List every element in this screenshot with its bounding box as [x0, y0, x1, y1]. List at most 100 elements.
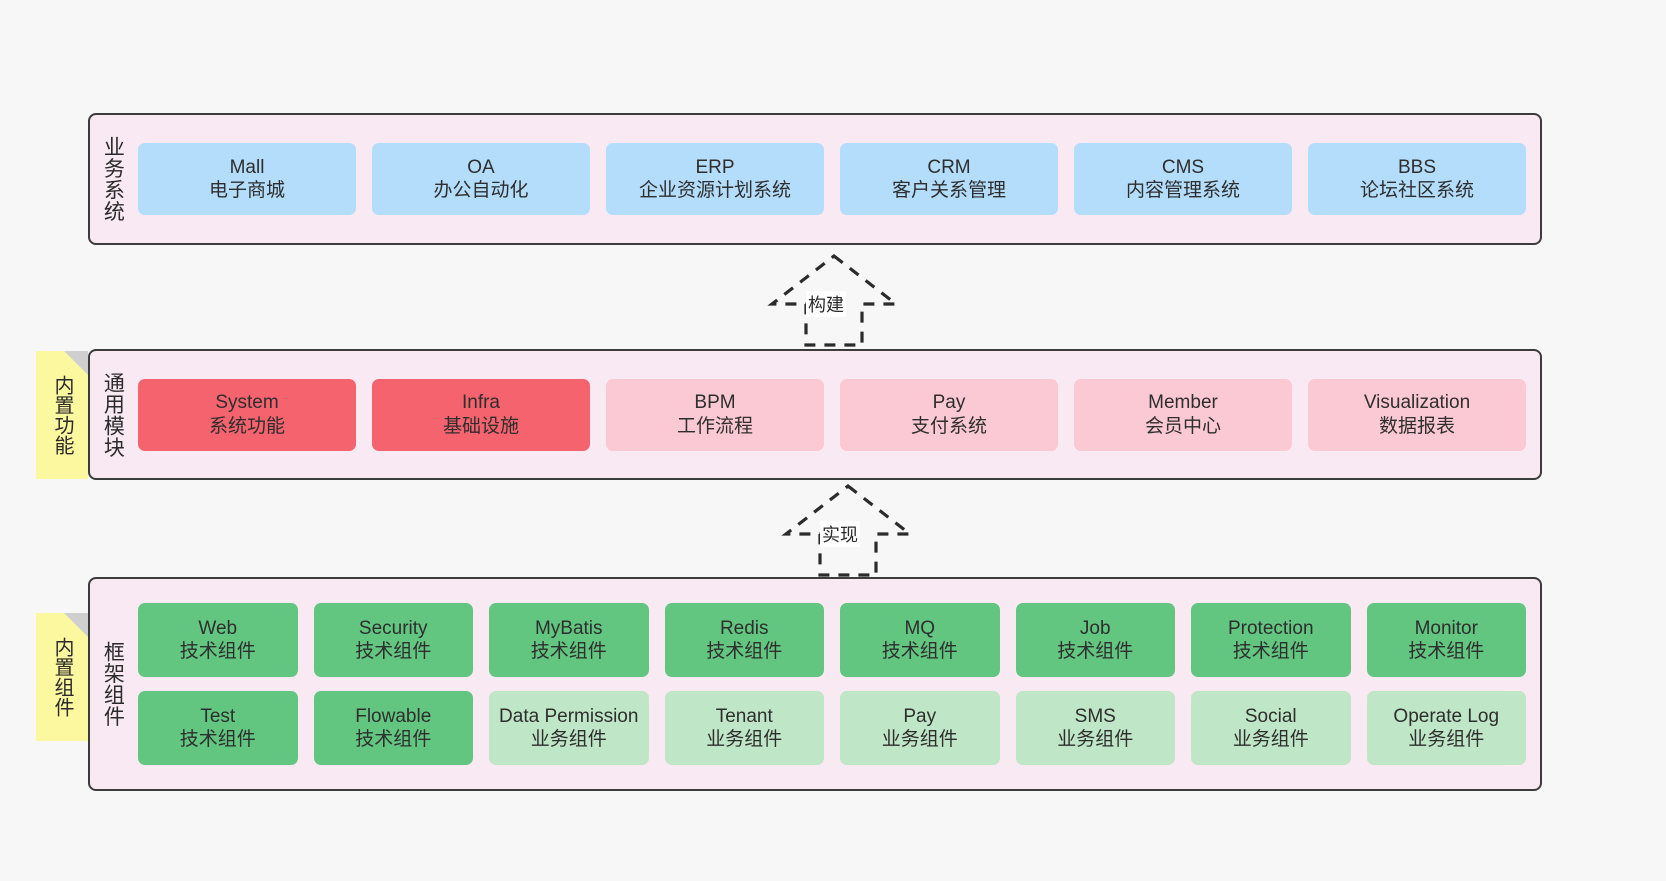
node-bpm-cn: 工作流程: [676, 415, 753, 437]
node-erp[interactable]: ERP 企业资源计划系统: [606, 143, 824, 215]
node-bbs-cn: 论坛社区系统: [1359, 180, 1474, 201]
node-mybatis-en: MyBatis: [534, 617, 603, 639]
node-visualization[interactable]: Visualization 数据报表: [1308, 378, 1526, 451]
layer-framework-row-business: Test 技术组件 Flowable 技术组件 Data Permission …: [138, 691, 1526, 765]
node-oa-cn: 办公自动化: [433, 180, 529, 201]
node-bbs-en: BBS: [1397, 156, 1437, 178]
node-mybatis[interactable]: MyBatis 技术组件: [489, 603, 649, 677]
node-flowable-cn: 技术组件: [355, 729, 432, 750]
node-member-cn: 会员中心: [1144, 415, 1221, 437]
node-pay-module-en: Pay: [932, 392, 966, 414]
node-mall-en: Mall: [229, 156, 265, 178]
layer-common-modules: 通用模块 System 系统功能 Infra 基础设施 BPM 工作流程 Pay…: [88, 349, 1542, 480]
node-crm[interactable]: CRM 客户关系管理: [840, 143, 1058, 215]
node-oa[interactable]: OA 办公自动化: [372, 143, 590, 215]
layer-body-business: Mall 电子商城 OA 办公自动化 ERP 企业资源计划系统 CRM 客户关系…: [134, 115, 1540, 243]
node-infra-cn: 基础设施: [442, 415, 519, 437]
sticky-note-builtin-features-label: 内置功能: [51, 375, 73, 455]
layer-title-business: 业务系统: [101, 136, 125, 222]
node-monitor-en: Monitor: [1414, 617, 1478, 639]
layer-framework-components: 框架组件 Web 技术组件 Security 技术组件 MyBatis 技术组件…: [88, 577, 1542, 791]
node-social[interactable]: Social 业务组件: [1191, 691, 1351, 765]
node-operate-log[interactable]: Operate Log 业务组件: [1366, 691, 1526, 765]
node-bpm[interactable]: BPM 工作流程: [606, 378, 824, 451]
node-tenant-en: Tenant: [715, 705, 773, 727]
node-web[interactable]: Web 技术组件: [138, 603, 298, 677]
node-erp-cn: 企业资源计划系统: [638, 180, 791, 201]
connector-implement-label: 实现: [820, 521, 860, 547]
node-job[interactable]: Job 技术组件: [1015, 603, 1175, 677]
sticky-fold-icon: [64, 613, 88, 637]
node-mq[interactable]: MQ 技术组件: [840, 603, 1000, 677]
node-security[interactable]: Security 技术组件: [313, 603, 473, 677]
node-crm-cn: 客户关系管理: [891, 180, 1006, 201]
node-monitor[interactable]: Monitor 技术组件: [1366, 603, 1526, 677]
sticky-note-builtin-components-label: 内置组件: [51, 637, 73, 717]
sticky-fold-icon: [64, 351, 88, 375]
node-infra-en: Infra: [461, 392, 501, 414]
layer-business-systems: 业务系统 Mall 电子商城 OA 办公自动化 ERP 企业资源计划系统 CRM…: [88, 113, 1542, 245]
node-test-cn: 技术组件: [179, 729, 256, 750]
node-tenant[interactable]: Tenant 业务组件: [664, 691, 824, 765]
node-member[interactable]: Member 会员中心: [1074, 378, 1292, 451]
sticky-note-builtin-components: 内置组件: [36, 613, 88, 741]
node-mall-cn: 电子商城: [208, 180, 285, 201]
connector-build-label: 构建: [806, 291, 846, 317]
node-sms-cn: 业务组件: [1057, 729, 1134, 750]
node-pay-component[interactable]: Pay 业务组件: [840, 691, 1000, 765]
node-pay-component-cn: 业务组件: [881, 729, 958, 750]
node-bpm-en: BPM: [694, 392, 736, 414]
node-operate-log-cn: 业务组件: [1408, 729, 1485, 750]
node-oa-en: OA: [467, 156, 495, 178]
node-visualization-cn: 数据报表: [1378, 415, 1455, 437]
layer-framework-row-tech: Web 技术组件 Security 技术组件 MyBatis 技术组件 Redi…: [138, 603, 1526, 677]
node-bbs[interactable]: BBS 论坛社区系统: [1308, 143, 1526, 215]
layer-business-row: Mall 电子商城 OA 办公自动化 ERP 企业资源计划系统 CRM 客户关系…: [138, 143, 1526, 215]
node-sms[interactable]: SMS 业务组件: [1015, 691, 1175, 765]
layer-title-common: 通用模块: [101, 371, 125, 458]
node-flowable[interactable]: Flowable 技术组件: [313, 691, 473, 765]
node-protection-en: Protection: [1227, 617, 1314, 639]
node-mall[interactable]: Mall 电子商城: [138, 143, 356, 215]
node-infra[interactable]: Infra 基础设施: [372, 378, 590, 451]
node-pay-module[interactable]: Pay 支付系统: [840, 378, 1058, 451]
node-redis-cn: 技术组件: [706, 641, 783, 662]
node-system[interactable]: System 系统功能: [138, 378, 356, 451]
node-monitor-cn: 技术组件: [1408, 641, 1485, 662]
node-redis-en: Redis: [719, 617, 769, 639]
node-pay-module-cn: 支付系统: [910, 415, 987, 437]
node-test-en: Test: [200, 705, 236, 727]
node-security-en: Security: [358, 617, 428, 639]
layer-body-framework: Web 技术组件 Security 技术组件 MyBatis 技术组件 Redi…: [134, 579, 1540, 789]
node-visualization-en: Visualization: [1363, 392, 1471, 414]
node-mq-en: MQ: [904, 617, 936, 639]
node-cms-en: CMS: [1161, 156, 1205, 178]
layer-body-common: System 系统功能 Infra 基础设施 BPM 工作流程 Pay 支付系统…: [134, 351, 1540, 478]
node-web-en: Web: [198, 617, 238, 639]
node-mybatis-cn: 技术组件: [530, 641, 607, 662]
node-social-cn: 业务组件: [1232, 729, 1309, 750]
node-redis[interactable]: Redis 技术组件: [664, 603, 824, 677]
node-operate-log-en: Operate Log: [1393, 705, 1500, 727]
node-security-cn: 技术组件: [355, 641, 432, 662]
node-cms[interactable]: CMS 内容管理系统: [1074, 143, 1292, 215]
node-system-en: System: [215, 392, 279, 414]
node-data-permission-en: Data Permission: [499, 705, 639, 727]
node-data-permission-cn: 业务组件: [530, 729, 607, 750]
node-data-permission[interactable]: Data Permission 业务组件: [489, 691, 649, 765]
node-protection[interactable]: Protection 技术组件: [1191, 603, 1351, 677]
layer-common-row: System 系统功能 Infra 基础设施 BPM 工作流程 Pay 支付系统…: [138, 378, 1526, 451]
node-sms-en: SMS: [1074, 705, 1116, 727]
node-job-cn: 技术组件: [1057, 641, 1134, 662]
node-mq-cn: 技术组件: [881, 641, 958, 662]
node-web-cn: 技术组件: [179, 641, 256, 662]
node-tenant-cn: 业务组件: [706, 729, 783, 750]
node-test[interactable]: Test 技术组件: [138, 691, 298, 765]
node-job-en: Job: [1079, 617, 1111, 639]
node-social-en: Social: [1244, 705, 1297, 727]
node-system-cn: 系统功能: [208, 415, 285, 437]
node-cms-cn: 内容管理系统: [1125, 180, 1240, 201]
node-erp-en: ERP: [695, 156, 735, 178]
node-flowable-en: Flowable: [355, 705, 432, 727]
